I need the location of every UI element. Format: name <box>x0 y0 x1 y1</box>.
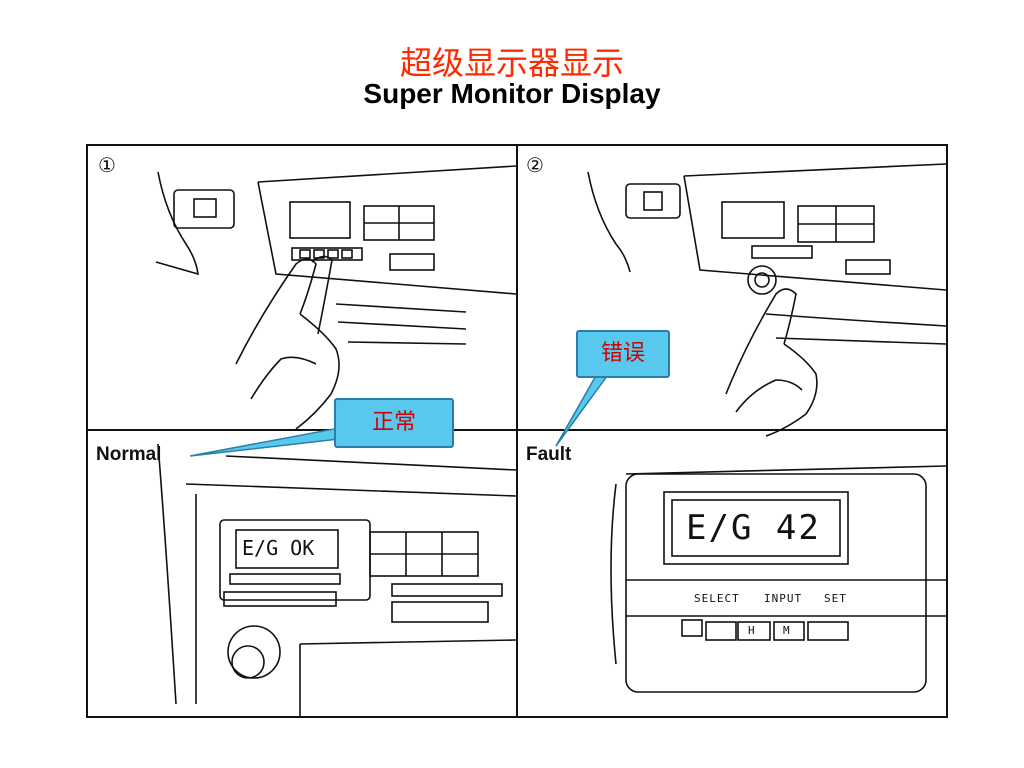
fault-input-button: INPUT <box>764 592 803 605</box>
title-chinese: 超级显示器显示 <box>399 44 624 82</box>
normal-callout: 正常 <box>334 398 454 448</box>
fault-h-button: H <box>748 624 756 637</box>
normal-label: Normal <box>96 444 161 465</box>
panel-step1-marker: ① <box>98 153 116 177</box>
panel-step2-marker: ② <box>526 153 544 177</box>
fault-set-button: SET <box>824 592 847 605</box>
normal-display-text: E/G OK <box>242 536 315 560</box>
fault-display-text: E/G 42 <box>686 508 821 548</box>
panel-step2-illustration <box>587 163 947 437</box>
fault-label: Fault <box>526 444 572 465</box>
fault-m-button: M <box>783 624 791 637</box>
fault-select-button: SELECT <box>694 592 740 605</box>
panel-fault-illustration <box>610 465 947 693</box>
title-english: Super Monitor Display <box>363 78 661 109</box>
figure-drawing: ① ② <box>86 144 948 718</box>
figure-grid: ① ② <box>86 144 948 718</box>
panel-step1-illustration <box>155 165 517 430</box>
panel-normal-illustration <box>157 443 517 716</box>
fault-callout-pointer <box>555 371 612 447</box>
fault-callout: 错误 <box>576 330 670 378</box>
